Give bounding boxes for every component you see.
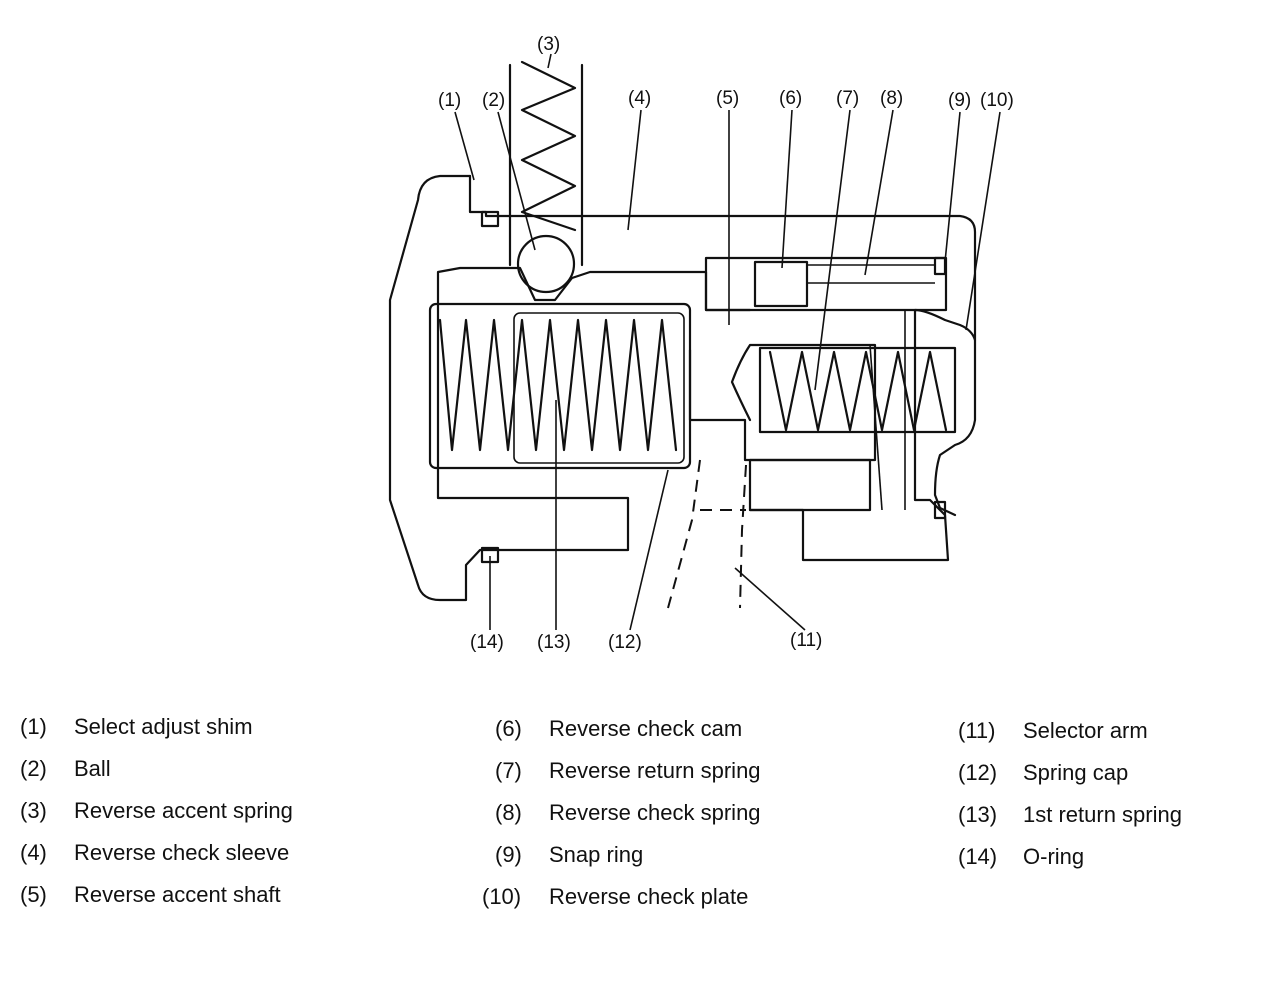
spring-cap xyxy=(428,302,692,470)
legend-number: (8) xyxy=(495,800,522,825)
housing-right-wall xyxy=(933,338,977,517)
legend-number: (7) xyxy=(495,758,522,783)
legend-number: (12) xyxy=(958,760,998,785)
select-adjust-shim xyxy=(480,210,500,228)
legend-number: (2) xyxy=(20,756,47,781)
legend-label: Reverse check spring xyxy=(549,800,761,825)
callout-13: (13) xyxy=(537,632,571,653)
callout-7: (7) xyxy=(836,88,859,109)
snap-ring-upper xyxy=(933,256,947,276)
reverse-check-assembly-diagram: (3) (1) (2) (4) (5) (6) (7) (8) (9) (10)… xyxy=(388,34,1014,653)
reverse-return-spring xyxy=(758,346,957,434)
legend-label: Snap ring xyxy=(549,842,644,867)
callout-2: (2) xyxy=(482,90,505,111)
callout-1: (1) xyxy=(438,90,461,111)
callout-12: (12) xyxy=(608,632,642,653)
leader-lines xyxy=(454,53,1001,631)
legend-number: (14) xyxy=(958,844,998,869)
legend-label: Spring cap xyxy=(1023,760,1129,785)
reverse-accent-spring xyxy=(520,60,577,232)
snap-ring-lower xyxy=(933,500,947,520)
legend-number: (3) xyxy=(20,798,47,823)
legend-label: Ball xyxy=(74,756,111,781)
legend-number: (13) xyxy=(958,802,998,827)
legend-number: (1) xyxy=(20,714,47,739)
reverse-accent-shaft xyxy=(688,343,877,462)
legend-number: (5) xyxy=(20,882,47,907)
legend-label: Selector arm xyxy=(1023,718,1148,743)
reverse-check-sleeve-body xyxy=(704,256,948,312)
parts-legend: (1) Select adjust shim (2) Ball (3) Reve… xyxy=(0,700,1264,940)
legend-number: (9) xyxy=(495,842,522,867)
callout-5: (5) xyxy=(716,88,739,109)
legend-label: Select adjust shim xyxy=(74,714,253,739)
legend-label: Reverse check sleeve xyxy=(74,840,290,865)
legend-label: Reverse return spring xyxy=(549,758,761,783)
ball xyxy=(516,234,576,294)
legend-label: O-ring xyxy=(1023,844,1085,869)
callout-14: (14) xyxy=(470,632,504,653)
legend-label: Reverse check cam xyxy=(549,716,743,741)
legend-label: Reverse accent shaft xyxy=(74,882,281,907)
legend-number: (6) xyxy=(495,716,522,741)
callout-6: (6) xyxy=(779,88,802,109)
selector-arm xyxy=(667,459,701,609)
reverse-check-plate-block xyxy=(748,458,872,512)
first-return-spring xyxy=(438,318,678,452)
legend-label: Reverse check plate xyxy=(549,884,749,909)
callout-8: (8) xyxy=(880,88,903,109)
legend-label: 1st return spring xyxy=(1023,802,1182,827)
legend-number: (4) xyxy=(20,840,47,865)
reverse-check-cam xyxy=(753,260,809,308)
callout-3: (3) xyxy=(537,34,560,55)
housing-outline xyxy=(388,174,752,602)
callout-11: (11) xyxy=(790,630,822,651)
legend-number: (11) xyxy=(958,718,996,743)
legend-number: (10) xyxy=(482,884,522,909)
callout-9: (9) xyxy=(948,90,971,111)
callout-10: (10) xyxy=(980,90,1014,111)
callout-4: (4) xyxy=(628,88,651,109)
legend-label: Reverse accent spring xyxy=(74,798,293,823)
